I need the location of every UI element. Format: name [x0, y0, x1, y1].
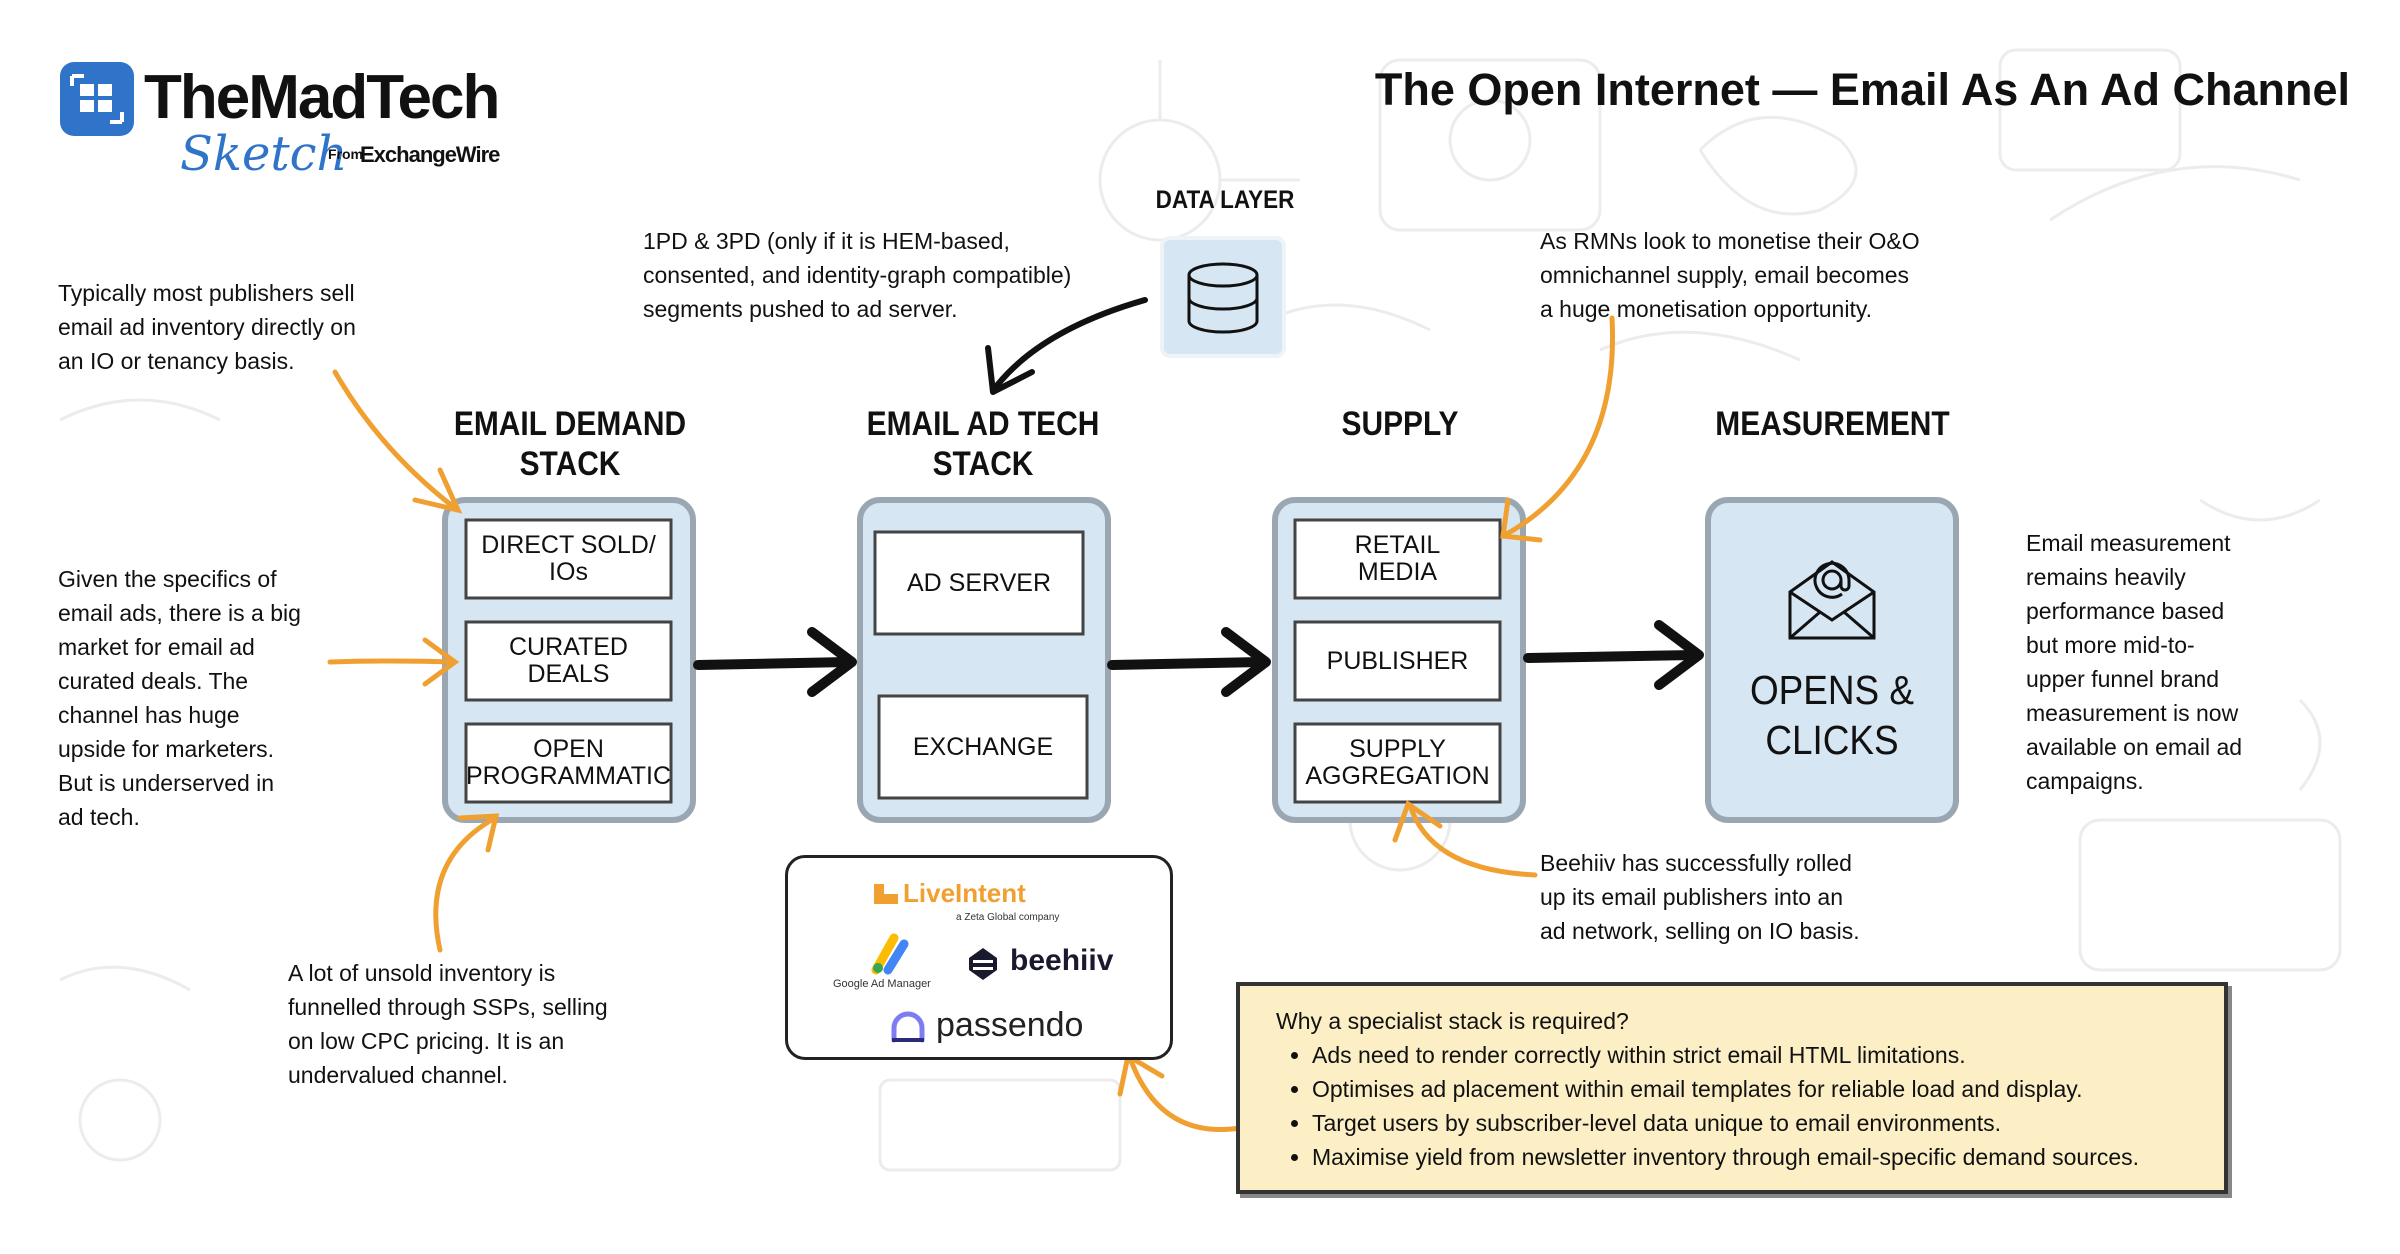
- beehiiv-icon: [969, 948, 997, 980]
- supply-stack-heading: SUPPLY: [1341, 405, 1459, 443]
- list-item: Ads need to render correctly within stri…: [1312, 1038, 2188, 1072]
- note-curated: Given the specifics of email ads, there …: [58, 566, 301, 830]
- google-ad-manager-icon: [871, 933, 909, 975]
- adtech-stack-heading: EMAIL AD TECH STACK: [866, 405, 1100, 483]
- passendo-icon: [891, 1011, 925, 1043]
- specialist-bullet-list: Ads need to render correctly within stri…: [1276, 1038, 2188, 1174]
- measurement-opens-clicks: OPENS & CLICKS: [1749, 667, 1915, 763]
- beehiiv-logo: beehiiv: [1010, 944, 1114, 977]
- logo-grid-icon: [60, 62, 134, 136]
- google-ad-manager-label: Google Ad Manager: [833, 978, 931, 990]
- measurement-heading: MEASUREMENT: [1715, 405, 1950, 443]
- list-item: Optimises ad placement within email temp…: [1312, 1072, 2188, 1106]
- note-rmn: As RMNs look to monetise their O&O omnic…: [1540, 228, 1920, 322]
- specialist-title: Why a specialist stack is required?: [1276, 1008, 1629, 1034]
- supply-item-publisher: PUBLISHER: [1326, 646, 1469, 675]
- logo-secondary-text: Sketch: [180, 126, 348, 182]
- madtech-logo: TheMadTech Sketch From ExchangeWire: [60, 60, 520, 182]
- note-beehiiv: Beehiiv has successfully rolled up its e…: [1540, 850, 1860, 944]
- data-layer-label: DATA LAYER: [1155, 186, 1295, 214]
- exchangewire-logo: ExchangeWire: [360, 142, 500, 167]
- page-title: The Open Internet — Email As An Ad Chann…: [1374, 64, 2350, 115]
- logo-from-text: From: [328, 146, 363, 162]
- note-publishers: Typically most publishers sell email ad …: [58, 280, 356, 374]
- list-item: Maximise yield from newsletter inventory…: [1312, 1140, 2188, 1174]
- note-segments: 1PD & 3PD (only if it is HEM-based, cons…: [643, 228, 1072, 322]
- demand-item-curated-deals: CURATED DEALS: [509, 633, 628, 688]
- adtech-item-ad-server: AD SERVER: [906, 568, 1052, 597]
- passendo-logo: passendo: [936, 1006, 1084, 1044]
- supply-item-retail-media: RETAIL MEDIA: [1354, 531, 1441, 586]
- supply-item-supply-aggregation: SUPPLY AGGREGATION: [1305, 735, 1490, 790]
- liveintent-icon: [874, 884, 898, 904]
- adtech-item-exchange: EXCHANGE: [912, 732, 1054, 761]
- vendor-logos-box: LiveIntent a Zeta Global company Google …: [785, 855, 1173, 1060]
- demand-stack-heading: EMAIL DEMAND STACK: [453, 405, 687, 483]
- note-unsold-inventory: A lot of unsold inventory is funnelled t…: [288, 960, 608, 1088]
- liveintent-subtitle: a Zeta Global company: [956, 912, 1060, 923]
- logo-primary-text: TheMadTech: [144, 63, 500, 132]
- liveintent-logo: LiveIntent: [903, 878, 1026, 908]
- list-item: Target users by subscriber-level data un…: [1312, 1106, 2188, 1140]
- specialist-stack-note: Why a specialist stack is required? Ads …: [1236, 982, 2228, 1194]
- demand-item-direct-sold: DIRECT SOLD/ IOs: [481, 531, 656, 586]
- demand-item-open-programmatic: OPEN PROGRAMMATIC: [465, 735, 672, 790]
- note-measurement: Email measurement remains heavily perfor…: [2026, 530, 2243, 794]
